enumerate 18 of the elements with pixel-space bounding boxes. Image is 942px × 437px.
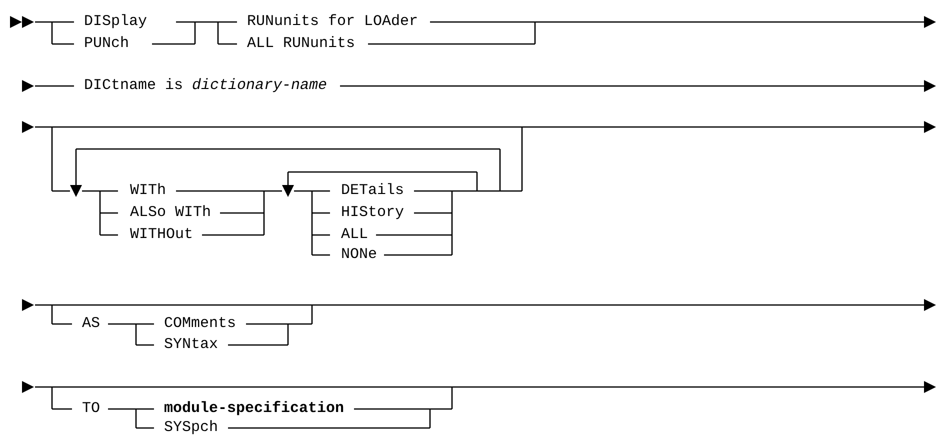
syntax-keyword: ALL <box>341 226 368 244</box>
syntax-keyword: AS <box>82 315 100 333</box>
syntax-keyword: DICtname is dictionary-name <box>84 77 328 95</box>
syntax-keyword: TO <box>82 400 100 418</box>
syntax-keyword: ALSo WITh <box>130 204 212 222</box>
syntax-keyword: SYSpch <box>164 419 218 437</box>
syntax-keyword: NONe <box>341 246 378 264</box>
syntax-keyword: WITHOut <box>130 226 194 244</box>
syntax-keyword: DISplay <box>84 13 148 31</box>
syntax-keyword: SYNtax <box>164 336 218 354</box>
syntax-keyword: DETails <box>341 182 404 200</box>
syntax-keyword: RUNunits for LOAder <box>247 13 418 31</box>
syntax-keyword: WITh <box>130 182 166 200</box>
syntax-keyword: module-specification <box>164 400 344 418</box>
syntax-keyword: HIStory <box>341 204 404 222</box>
syntax-keyword: COMments <box>164 315 236 333</box>
syntax-keyword: ALL RUNunits <box>247 35 356 53</box>
syntax-keyword: PUNch <box>84 35 130 53</box>
